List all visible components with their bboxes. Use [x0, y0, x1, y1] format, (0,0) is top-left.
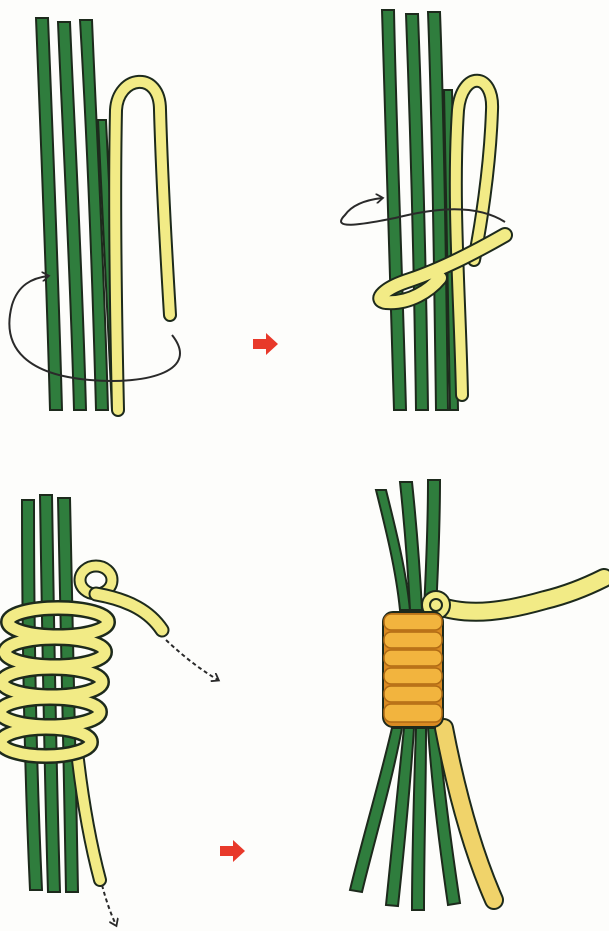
step-4-panel: [350, 480, 604, 910]
step-arrow-3-to-4: [220, 840, 245, 862]
step-3-pull-arrow-right: [166, 640, 218, 680]
step-4-tight-wrap: [383, 612, 443, 727]
step-2-panel: [341, 10, 505, 410]
step-1-panel: [9, 18, 180, 410]
step-1-green-stems: [36, 18, 120, 410]
step-3-pull-arrow-down: [102, 885, 116, 925]
step-3-yellow-tail: [78, 760, 100, 880]
step-4-upper-stems: [376, 480, 440, 610]
step-4-yellow-upper-tail: [426, 578, 604, 615]
step-1-yellow-loop: [115, 82, 170, 410]
step-3-top-loop: [80, 566, 162, 630]
step-arrow-1-to-2: [253, 333, 278, 355]
step-3-panel: [0, 495, 218, 925]
